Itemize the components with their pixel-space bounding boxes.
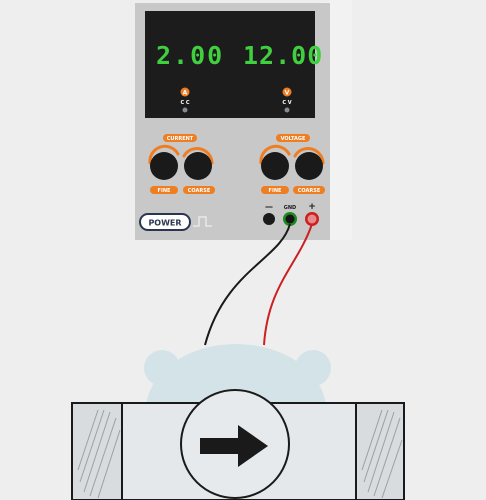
voltage-coarse-pill [293,186,325,194]
current-unit-badge [180,87,190,97]
current-coarse-knob-arc [182,146,214,165]
current-fine-knob-arc [148,144,180,165]
right-thread [355,402,405,500]
black-wire [204,223,291,346]
left-thread-lines [77,409,121,499]
arrow-right-icon [200,425,268,467]
gnd-terminal-label: GND [284,205,296,211]
voltage-coarse-label: COARSE [298,188,321,194]
current-unit-label: A [183,90,188,97]
voltage-fine-label: FINE [269,188,282,194]
voltage-unit-badge [282,87,292,97]
display-screen [145,11,315,118]
positive-terminal[interactable] [307,214,317,224]
current-coarse-label: COARSE [188,188,211,194]
power-button[interactable]: POWER [139,213,191,231]
voltage-fine-knob-arc [259,144,291,165]
current-coarse-knob[interactable] [184,152,212,180]
voltage-coarse-knob-arc [293,146,325,165]
pulse-icon [193,216,212,227]
current-fine-knob[interactable] [150,152,178,180]
voltage-fine-knob[interactable] [261,152,289,180]
voltage-group-label: VOLTAGE [281,136,306,142]
power-button-label: POWER [148,219,181,228]
gnd-terminal[interactable] [285,214,295,224]
cv-indicator-led [284,107,290,113]
current-group-label: CURRENT [167,136,194,142]
voltage-group-pill [276,134,310,142]
power-supply: 2.00 12.00 A C C V C V CURRENT FINE COAR… [135,0,352,240]
current-fine-label: FINE [158,188,171,194]
power-supply-body [330,0,352,240]
current-readout: 2.00 [156,41,224,70]
flow-meter [71,344,405,500]
power-button-body[interactable] [139,213,191,231]
voltage-coarse-knob[interactable] [295,152,323,180]
negative-terminal-label: — [265,202,273,211]
cv-label: C V [282,100,291,106]
current-coarse-pill [183,186,215,194]
red-wire [263,223,313,346]
voltage-fine-pill [261,186,289,194]
negative-terminal[interactable] [263,213,275,225]
voltage-unit-label: V [285,90,290,97]
positive-terminal-label: + [308,202,316,212]
right-thread-lines [361,409,403,499]
left-thread [71,402,123,500]
current-group-pill [163,134,197,142]
cc-label: C C [180,100,189,106]
cc-indicator-led [182,107,188,113]
voltage-readout: 12.00 [243,41,323,70]
current-fine-pill [150,186,178,194]
